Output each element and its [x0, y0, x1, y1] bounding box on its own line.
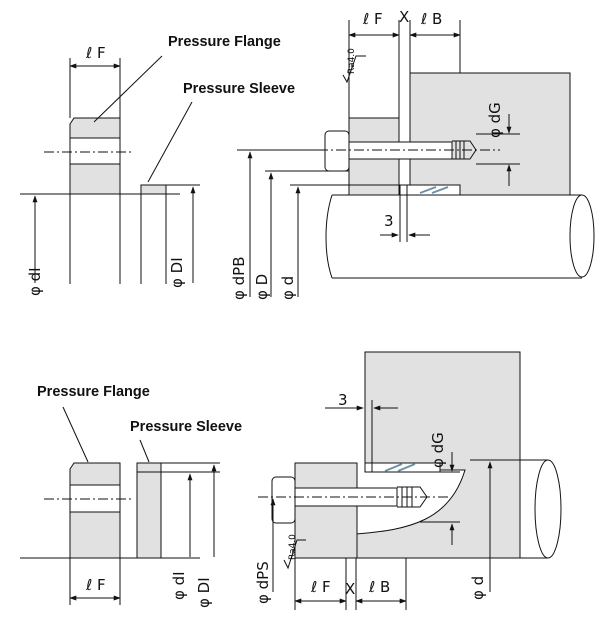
- bottom-assembly-view: [258, 351, 562, 610]
- top-assembly-roughness: Ra4.0: [347, 48, 357, 74]
- bottom-assembly-dim-lb: ℓ B: [368, 578, 390, 596]
- top-exploded-view: [20, 55, 200, 284]
- bottom-exploded-dim-di: φ dI: [170, 571, 188, 600]
- bottom-assembly-dim-d: φ d: [469, 576, 487, 600]
- bottom-assembly-dim-dps: φ dPS: [254, 561, 272, 604]
- top-shaft: [325, 194, 582, 279]
- top-assembly-dim-lf: ℓ F: [362, 10, 383, 28]
- top-assembly-dim-lb: ℓ B: [420, 10, 442, 28]
- bottom-assembly-dim-3: 3: [338, 391, 348, 409]
- bottom-callout-pressure-flange: Pressure Flange: [37, 384, 150, 400]
- bottom-assembly-roughness: Ra4.0: [288, 534, 298, 560]
- bottom-assembly-dim-lf: ℓ F: [310, 578, 331, 596]
- top-callout-pressure-sleeve: Pressure Sleeve: [183, 81, 296, 97]
- top-flange-lower: [69, 163, 121, 195]
- bottom-assembly-dim-dg: φ dG: [429, 432, 447, 468]
- top-assembly-dim-dpb: φ dPB: [230, 256, 248, 300]
- top-assembly-view: [237, 20, 595, 297]
- top-callout-pressure-flange: Pressure Flange: [168, 34, 281, 50]
- bottom-assembly-dim-x: X: [345, 580, 355, 598]
- top-exploded-dim-di: φ dI: [26, 267, 44, 296]
- bottom-bolt-shank: [294, 487, 398, 507]
- top-pressure-sleeve: [140, 184, 167, 195]
- top-pressure-flange: [69, 117, 121, 139]
- top-bolt-shank: [348, 141, 453, 160]
- top-bolt-head: [324, 130, 350, 172]
- bottom-exploded-dim-lf: ℓ F: [85, 576, 106, 594]
- bottom-callout-pressure-sleeve: Pressure Sleeve: [130, 419, 243, 435]
- bottom-flange-lower: [69, 511, 121, 559]
- bottom-shaft: [470, 459, 548, 559]
- bottom-pressure-sleeve: [136, 462, 162, 473]
- top-assembly-dim-3: 3: [384, 212, 394, 230]
- bottom-exploded-view: [20, 406, 220, 605]
- top-assembly-dim-dg: φ dG: [486, 102, 504, 138]
- bottom-pressure-flange: [69, 462, 121, 486]
- bottom-assembly-sleeve: [364, 462, 441, 473]
- bottom-exploded-dim-big-di: φ DI: [195, 577, 213, 608]
- top-exploded-dim-big-di: φ DI: [168, 257, 186, 288]
- bottom-assembly-flange: [294, 462, 358, 559]
- top-assembly-dim-x: X: [399, 8, 409, 26]
- top-assembly-dim-d: φ d: [279, 276, 297, 300]
- top-exploded-dim-lf: ℓ F: [85, 44, 106, 62]
- bottom-bolt-head: [271, 476, 296, 524]
- top-assembly-dim-d-big: φ D: [253, 274, 271, 300]
